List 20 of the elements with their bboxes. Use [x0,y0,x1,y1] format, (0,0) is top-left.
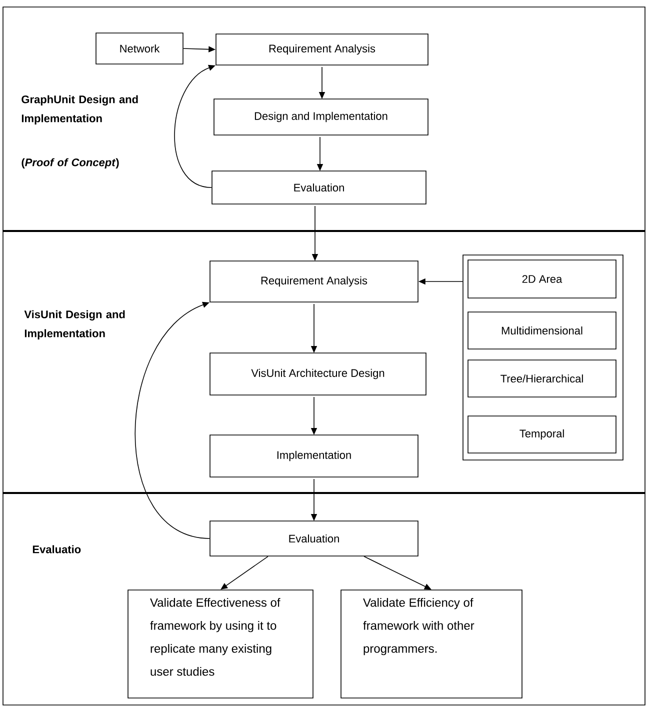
process-box: VisUnit Architecture Design [210,352,426,396]
stage-heading: GraphUnit Design and Implementation [22,95,138,124]
process-box: Requirement Analysis [210,260,418,302]
stage-heading: (Proof of Concept) [22,158,119,168]
process-box: Requirement Analysis [216,34,428,66]
stage-heading: Evaluatio [32,545,81,554]
category-box: 2D Area [468,260,616,298]
group-box [462,254,624,460]
arrow [134,302,210,539]
process-box: Validate Efficiency of framework with other programmers. [340,590,522,698]
process-box: Implementation [210,434,418,478]
category-box: Temporal [468,416,616,454]
category-box: Multidimensional [468,312,616,350]
process-box: Evaluation [210,520,418,556]
process-box: Evaluation [212,170,426,204]
process-box: Validate Effectiveness of framework by using it to replicate many existing user studies [128,590,314,698]
process-box: Design and Implementation [214,98,428,136]
category-box: Tree/Hierarchical [468,360,616,398]
stage-heading: VisUnit Design and Implementation [24,310,125,340]
process-box: Network [96,32,184,64]
